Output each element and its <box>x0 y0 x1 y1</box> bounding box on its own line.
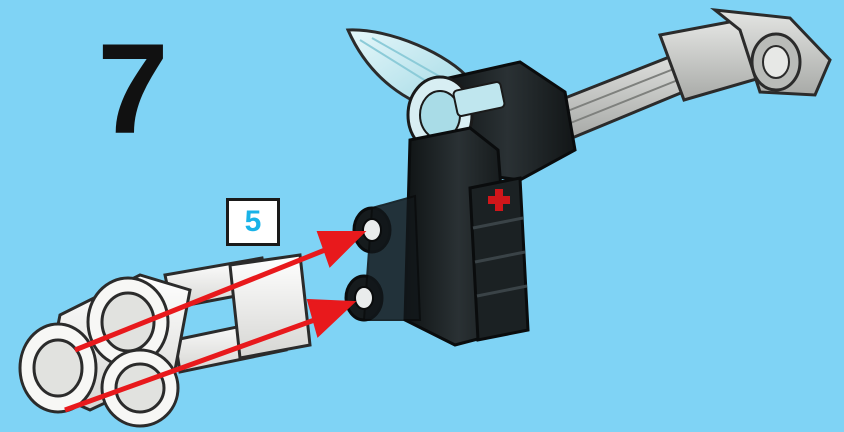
black-connector-assembly <box>346 62 575 345</box>
quantity-callout-text: 5 <box>245 207 262 237</box>
white-double-pin-beam <box>20 255 310 426</box>
gray-axle-beam <box>560 10 830 138</box>
quantity-callout-box: 5 <box>226 198 280 246</box>
step-number: 7 <box>88 20 178 160</box>
